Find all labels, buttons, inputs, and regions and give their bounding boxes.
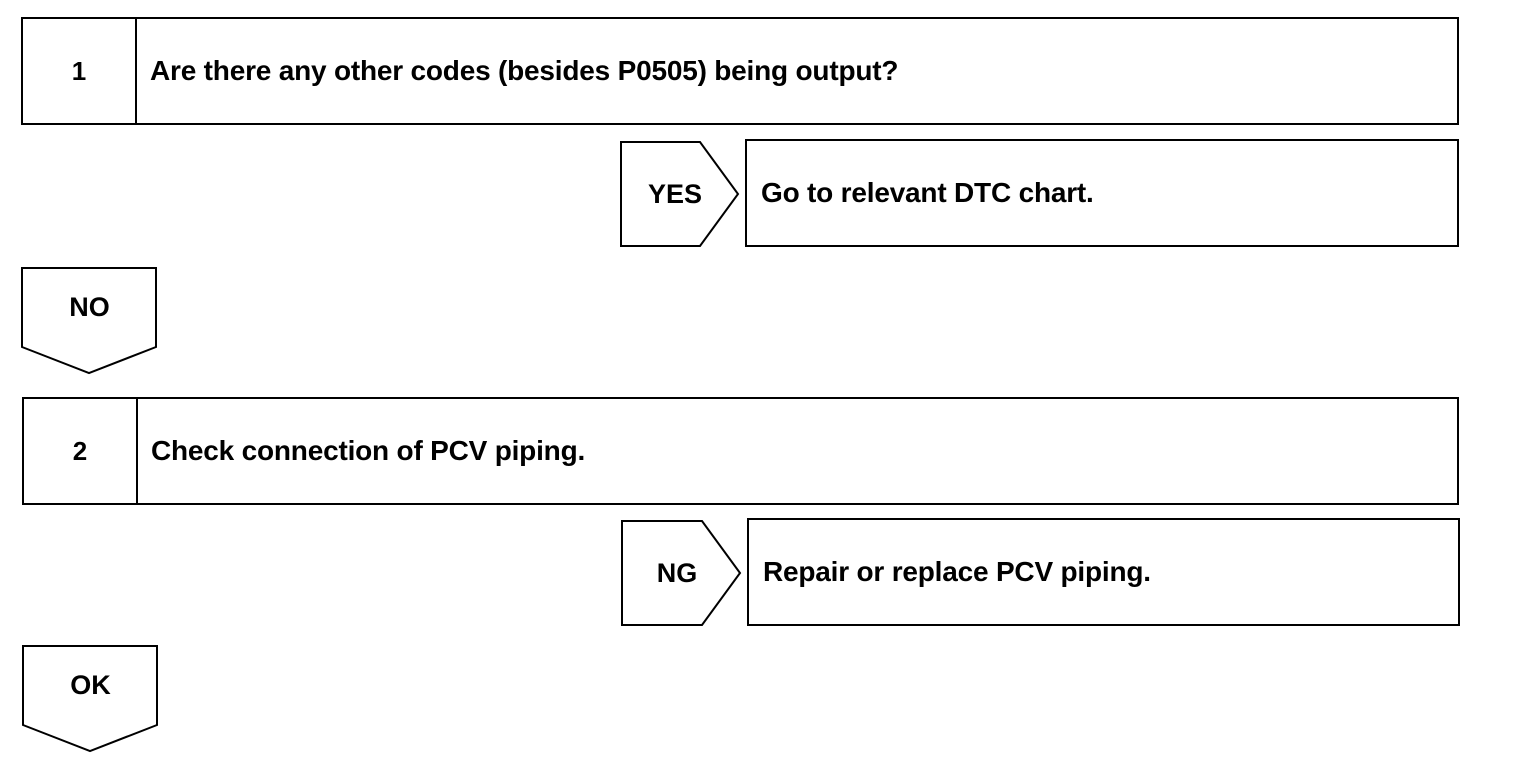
down-arrow-shape [21, 267, 157, 375]
step-question-1: Are there any other codes (besides P0505… [150, 55, 899, 86]
step-number-1: 1 [23, 19, 137, 123]
ng-result-box: Repair or replace PCV piping. [747, 518, 1460, 626]
step-number-2: 2 [24, 399, 138, 503]
down-arrow-shape [22, 645, 158, 753]
ok-arrow-tag: OK [22, 645, 159, 753]
yes-label: YES [647, 179, 703, 209]
right-arrow-shape [620, 141, 740, 247]
step-box-2: 2 Check connection of PCV piping. [22, 397, 1459, 505]
yes-result-box: Go to relevant DTC chart. [745, 139, 1459, 247]
no-label: NO [69, 291, 110, 322]
ok-label: OK [70, 669, 111, 700]
ng-label: NG [656, 558, 698, 588]
step-box-1: 1 Are there any other codes (besides P05… [21, 17, 1459, 125]
yes-arrow-tag: YES [620, 141, 740, 248]
ng-arrow-tag: NG [621, 520, 742, 627]
step-question-2: Check connection of PCV piping. [151, 435, 586, 466]
no-arrow-tag: NO [21, 267, 158, 375]
right-arrow-shape [621, 520, 742, 626]
